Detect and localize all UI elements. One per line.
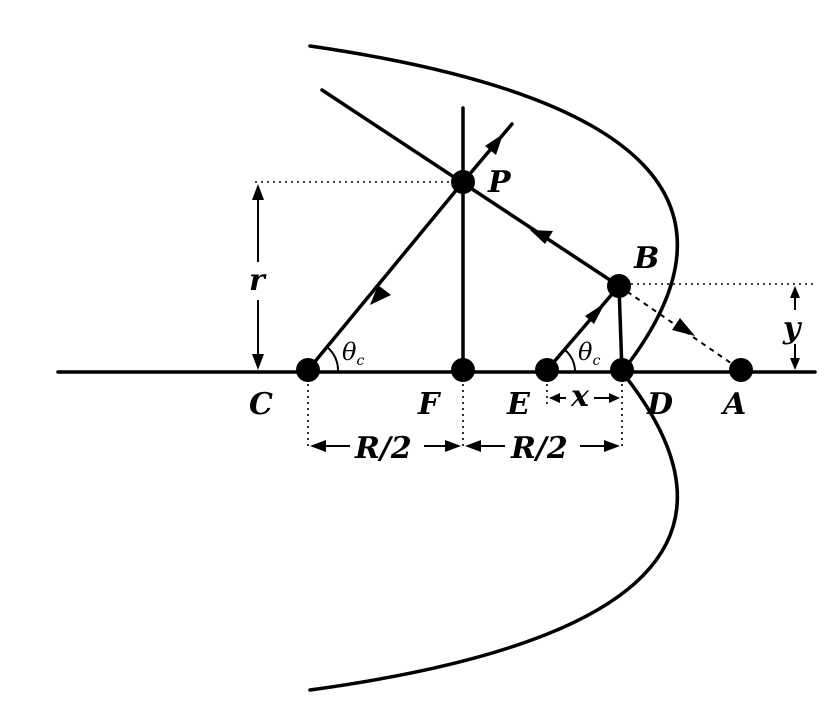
label-r2-right: R/2 (510, 431, 568, 466)
arrowhead-ray-ba (672, 318, 695, 336)
point-e (535, 358, 559, 382)
dim-x-arrow-right (609, 393, 620, 403)
arrowhead-ray-p-out (485, 134, 503, 155)
dim-y-arrow-top (790, 286, 800, 298)
dim-r2-right-arrow-right (604, 440, 620, 452)
dim-y-arrow-bottom (790, 358, 800, 370)
dim-r2-right-arrow-left (465, 440, 481, 452)
angle-arc-e (564, 349, 577, 373)
point-a (729, 358, 753, 382)
label-theta-c-right: θc (578, 338, 600, 369)
label-e: E (506, 387, 531, 422)
label-p: P (487, 165, 512, 200)
vertical-line-d (617, 284, 624, 374)
ray-cp (306, 180, 465, 372)
label-f: F (417, 387, 442, 422)
arrowhead-ray-bp (530, 230, 553, 244)
label-theta-c-left: θc (342, 338, 364, 369)
arrowhead-ray-eb (585, 303, 605, 324)
point-f (451, 358, 475, 382)
dim-r2-left-arrow-right (445, 440, 461, 452)
dim-x-arrow-left (549, 393, 560, 403)
point-p (451, 170, 475, 194)
label-c: C (249, 387, 273, 422)
angle-arc-c (326, 346, 340, 373)
label-a: A (720, 387, 746, 422)
point-c (296, 358, 320, 382)
label-x: x (570, 379, 590, 414)
label-d: D (646, 387, 673, 422)
dim-r-arrow-bottom (252, 354, 264, 370)
dim-r-arrow-top (252, 184, 264, 200)
point-b (607, 274, 631, 298)
point-d (610, 358, 634, 382)
label-y: y (782, 311, 803, 346)
ray-p-out (461, 122, 514, 184)
arrowhead-ray-pc (370, 285, 391, 305)
label-r: r (249, 263, 267, 298)
label-r2-left: R/2 (354, 431, 412, 466)
label-b: B (633, 241, 659, 276)
dim-r2-left-arrow-left (310, 440, 326, 452)
ray-eb (545, 284, 621, 372)
